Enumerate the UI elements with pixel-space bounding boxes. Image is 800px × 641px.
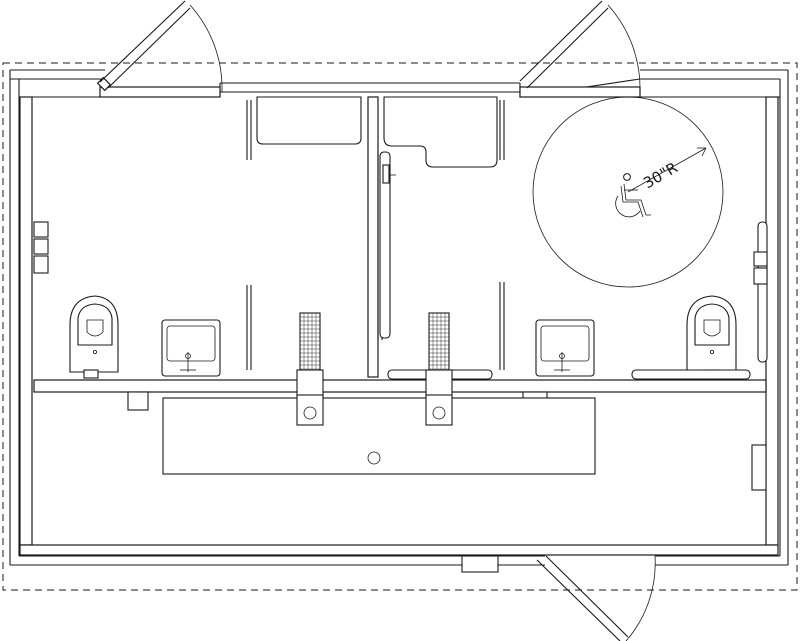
- plumbing-chase: [162, 394, 596, 475]
- toilet-left: [69, 295, 119, 379]
- sink-right: [535, 319, 595, 377]
- wall-shelves: [256, 96, 498, 168]
- door-bottom[interactable]: [461, 555, 656, 641]
- sink-left: [161, 319, 221, 377]
- access-panel-right: [751, 444, 767, 491]
- threshold-plate: [461, 555, 499, 573]
- grab-bar-right-wall: [753, 221, 768, 363]
- dispenser-left: [33, 221, 49, 274]
- door-top-right[interactable]: [519, 0, 641, 93]
- grab-bar-vertical: [379, 151, 396, 339]
- toilet-right: [686, 295, 737, 379]
- wheelchair-turning-space: 30"R: [532, 96, 724, 288]
- door-top-left[interactable]: [96, 0, 223, 93]
- clear-space-radius-label: 30"R: [640, 159, 681, 193]
- wheelchair-icon: [615, 173, 651, 218]
- service-counter: [33, 379, 767, 413]
- site-boundary-dashed: [2, 62, 798, 591]
